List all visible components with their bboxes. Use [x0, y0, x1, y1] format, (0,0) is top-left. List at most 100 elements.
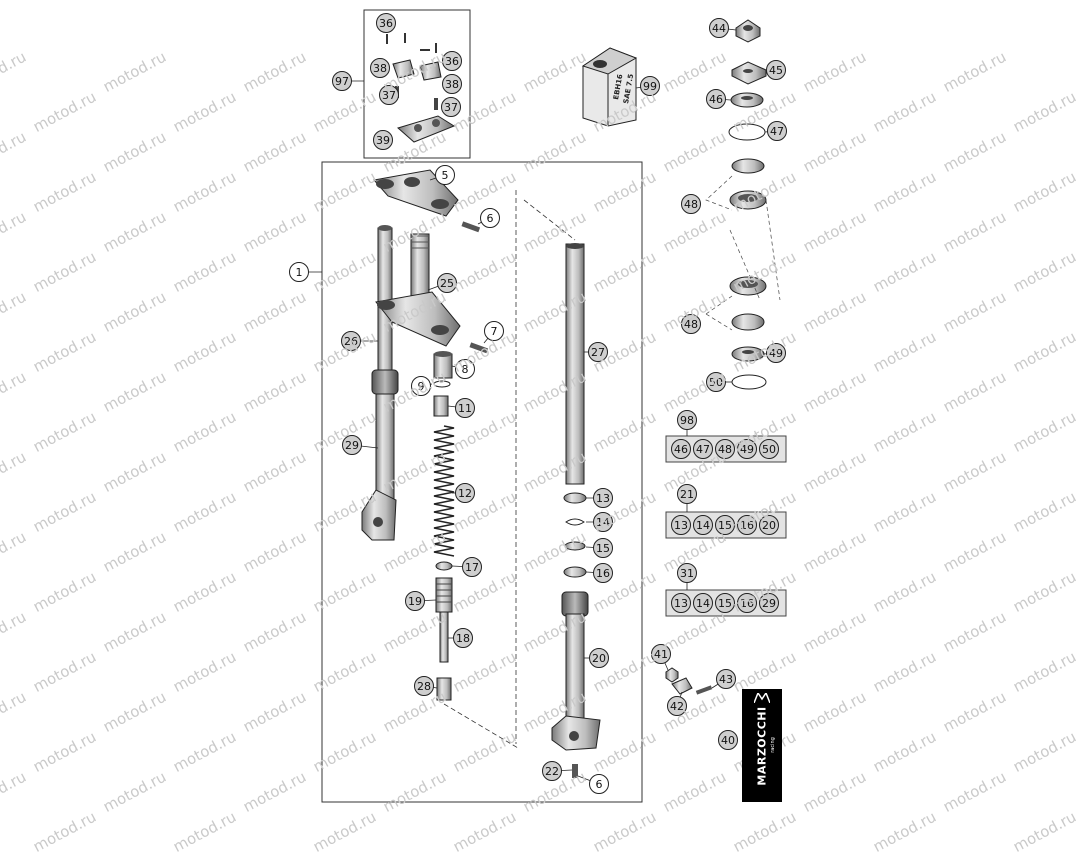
callout-circle [484, 321, 504, 341]
callout-number: 22 [545, 765, 559, 778]
watermark-text: motod.ru [590, 807, 660, 856]
callout-number: 48 [684, 318, 698, 331]
kit-number-callout: 21 [677, 484, 697, 504]
callout-number: 42 [670, 700, 684, 713]
part-callout: 44 [709, 18, 729, 38]
callout-number: 29 [762, 597, 776, 610]
part-callout: 97 [332, 71, 352, 91]
kit-item-callout: 15 [715, 593, 735, 613]
callout-circle [593, 563, 613, 583]
part-callout: 29 [342, 435, 362, 455]
logo-brand-text: MARZOCCHI [755, 705, 769, 786]
callout-number: 40 [721, 734, 735, 747]
callout-circle [455, 398, 475, 418]
callout-number: 6 [487, 212, 494, 225]
callout-number: 13 [674, 597, 688, 610]
callout-circle [715, 515, 735, 535]
part-callout: 40 [718, 730, 738, 750]
callout-number: 16 [740, 519, 754, 532]
part-callout: 26 [341, 331, 361, 351]
part-callout: 9 [411, 376, 431, 396]
callout-circle [759, 439, 779, 459]
callout-number: 16 [596, 567, 610, 580]
callout-number: 38 [445, 78, 459, 91]
callout-circle [462, 557, 482, 577]
callout-number: 38 [373, 62, 387, 75]
watermark-text: motod.ru [730, 807, 800, 856]
callout-circle [759, 515, 779, 535]
callout-circle [767, 121, 787, 141]
callout-number: 11 [458, 402, 472, 415]
fork-oil-bottle: EBH16 SAE 7.5 [581, 47, 638, 127]
fork-assembly-frame [321, 161, 643, 803]
logo-tagline: racing [770, 737, 776, 753]
callout-number: 31 [680, 567, 694, 580]
part-callout: 6 [589, 774, 609, 794]
fork-cap-parts [433, 351, 453, 417]
callout-circle [373, 130, 393, 150]
callout-number: 28 [417, 680, 431, 693]
callout-circle [671, 515, 691, 535]
part-callout: 36 [442, 51, 462, 71]
watermark-text: motod.ru [450, 807, 520, 856]
kit-item-callout: 16 [737, 515, 757, 535]
kit-item-callout: 13 [671, 515, 691, 535]
kit-item-callout: 16 [737, 593, 757, 613]
callout-circle [693, 593, 713, 613]
callout-circle [681, 314, 701, 334]
callout-circle [453, 628, 473, 648]
kit-item-callout: 47 [693, 439, 713, 459]
callout-number: 18 [456, 632, 470, 645]
part-callout: 18 [453, 628, 473, 648]
callout-circle [677, 563, 697, 583]
part-callout: 15 [593, 538, 613, 558]
callout-circle [671, 439, 691, 459]
callout-circle [593, 488, 613, 508]
callout-number: 15 [718, 597, 732, 610]
part-callout: 48 [681, 194, 701, 214]
callout-circle [480, 208, 500, 228]
callout-circle [589, 774, 609, 794]
callout-number: 48 [718, 443, 732, 456]
callout-circle [589, 648, 609, 668]
callout-circle [640, 76, 660, 96]
callout-number: 5 [442, 169, 449, 182]
callout-number: 14 [596, 516, 610, 529]
callout-number: 37 [444, 101, 458, 114]
kit-number-callout: 31 [677, 563, 697, 583]
kit-item-callout: 46 [671, 439, 691, 459]
callout-number: 14 [696, 597, 710, 610]
outer-leg [361, 369, 399, 541]
callout-circle [677, 410, 697, 430]
part-callout: 37 [441, 97, 461, 117]
callout-circle [405, 591, 425, 611]
callout-circle [693, 515, 713, 535]
callout-number: 13 [674, 519, 688, 532]
callout-circle [289, 262, 309, 282]
callout-circle [441, 97, 461, 117]
callout-circle [411, 376, 431, 396]
exploded-view-drawing: EBH16 SAE 7.5 [289, 9, 787, 803]
leader-lines [299, 27, 778, 785]
callout-number: 97 [335, 75, 349, 88]
callout-circle [341, 331, 361, 351]
callout-circle [715, 439, 735, 459]
callout-circle [435, 165, 455, 185]
callout-circle [766, 60, 786, 80]
kit-item-callout: 13 [671, 593, 691, 613]
part-callout: 39 [373, 130, 393, 150]
part-callout: 13 [593, 488, 613, 508]
callout-number: 15 [596, 542, 610, 555]
callout-circle [709, 18, 729, 38]
callout-number: 43 [719, 673, 733, 686]
part-callout: 5 [435, 165, 455, 185]
callout-circle [718, 730, 738, 750]
fork-tube [565, 243, 585, 485]
part-callout: 42 [667, 696, 687, 716]
part-callout: 1 [289, 262, 309, 282]
callout-circle [342, 435, 362, 455]
callout-circle [716, 669, 736, 689]
callout-circle [442, 74, 462, 94]
part-callout: 38 [370, 58, 390, 78]
callout-number: 7 [491, 325, 498, 338]
